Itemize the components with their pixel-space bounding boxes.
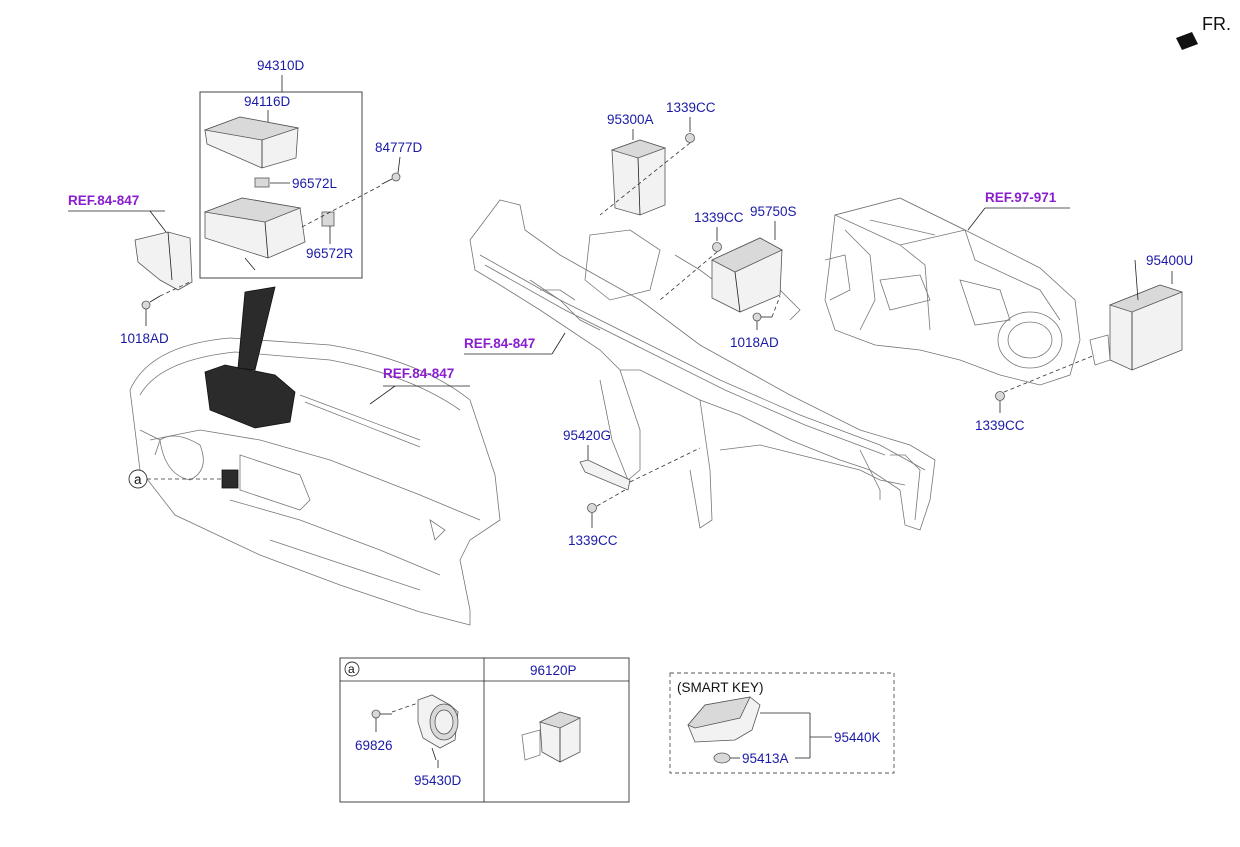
nut-1339CC-top-icon: [685, 133, 695, 143]
glovebox-housing-part: [203, 197, 306, 271]
battery-95413A-icon: [713, 752, 731, 764]
nut-1339CC-right-icon: [995, 391, 1005, 401]
label-1339CC-right[interactable]: 1339CC: [975, 418, 1025, 433]
smart-key-title: (SMART KEY): [677, 680, 764, 695]
nut-1339CC-bottom-icon: [587, 503, 597, 513]
label-95400U[interactable]: 95400U: [1146, 253, 1193, 268]
label-94116D[interactable]: 94116D: [244, 94, 291, 109]
glovebox-group-box: [199, 91, 363, 279]
callout-a-text: a: [134, 472, 142, 487]
label-95420G[interactable]: 95420G: [563, 428, 611, 443]
hinge-left-part: [254, 177, 270, 188]
ref-84-847-dashboard[interactable]: REF.84-847: [383, 366, 454, 381]
label-1339CC-bottom[interactable]: 1339CC: [568, 533, 618, 548]
cowl-cross-bar-part: [469, 199, 936, 531]
label-1339CC-mid[interactable]: 1339CC: [694, 210, 744, 225]
label-1018AD-left[interactable]: 1018AD: [120, 331, 169, 346]
label-84777D[interactable]: 84777D: [375, 140, 423, 155]
start-button-95430D-part: [417, 694, 459, 761]
hvac-unit-part: [824, 197, 1081, 386]
glovebox-highlight-part: [204, 286, 296, 429]
ref-84-847-left[interactable]: REF.84-847: [68, 193, 139, 208]
label-96120P-header[interactable]: 96120P: [530, 663, 577, 678]
label-1018AD-mid[interactable]: 1018AD: [730, 335, 779, 350]
bracket-95420G-part: [579, 459, 631, 491]
label-94310D[interactable]: 94310D: [257, 58, 305, 73]
start-button-highlight: [221, 469, 239, 489]
hinge-right-part: [321, 211, 335, 227]
module-95400U-part: [1089, 259, 1184, 371]
bracket-left-part: [134, 231, 193, 291]
ref-97-971-hvac[interactable]: REF.97-971: [985, 190, 1057, 205]
label-96572L[interactable]: 96572L: [292, 176, 338, 191]
label-95440K[interactable]: 95440K: [834, 730, 881, 745]
nut-1339CC-mid-icon: [712, 242, 722, 252]
module-96120P-part: [521, 711, 582, 763]
smart-key-fob-part: [687, 696, 761, 743]
ref-84-847-crossbar[interactable]: REF.84-847: [464, 336, 535, 351]
front-direction-indicator: FR.: [1176, 14, 1231, 50]
module-95300A-part: [610, 139, 667, 216]
screw-1018AD-left-icon: [141, 295, 161, 310]
label-95413A[interactable]: 95413A: [742, 751, 789, 766]
label-95300A[interactable]: 95300A: [607, 112, 654, 127]
screw-84777D-icon: [381, 172, 401, 185]
front-arrow-icon: [1176, 32, 1198, 50]
detail-callout-a: a: [348, 662, 355, 676]
screw-69826-icon: [371, 709, 392, 719]
label-95430D[interactable]: 95430D: [414, 773, 462, 788]
screw-1018AD-mid-icon: [752, 312, 772, 322]
detail-table: a 96120P 69826 95430D: [339, 657, 630, 803]
smart-key-box: (SMART KEY) 95440K 95413A: [669, 672, 895, 774]
callout-a-table-icon: [344, 661, 360, 677]
dashboard-assembly: [129, 337, 501, 626]
label-96572R[interactable]: 96572R: [306, 246, 354, 261]
fr-label: FR.: [1202, 14, 1231, 34]
module-95750S-part: [711, 237, 783, 313]
label-1339CC-top[interactable]: 1339CC: [666, 100, 716, 115]
glovebox-lid-part: [203, 116, 300, 169]
label-95750S[interactable]: 95750S: [750, 204, 797, 219]
label-69826[interactable]: 69826: [355, 738, 393, 753]
callout-a-marker[interactable]: a: [128, 469, 148, 489]
